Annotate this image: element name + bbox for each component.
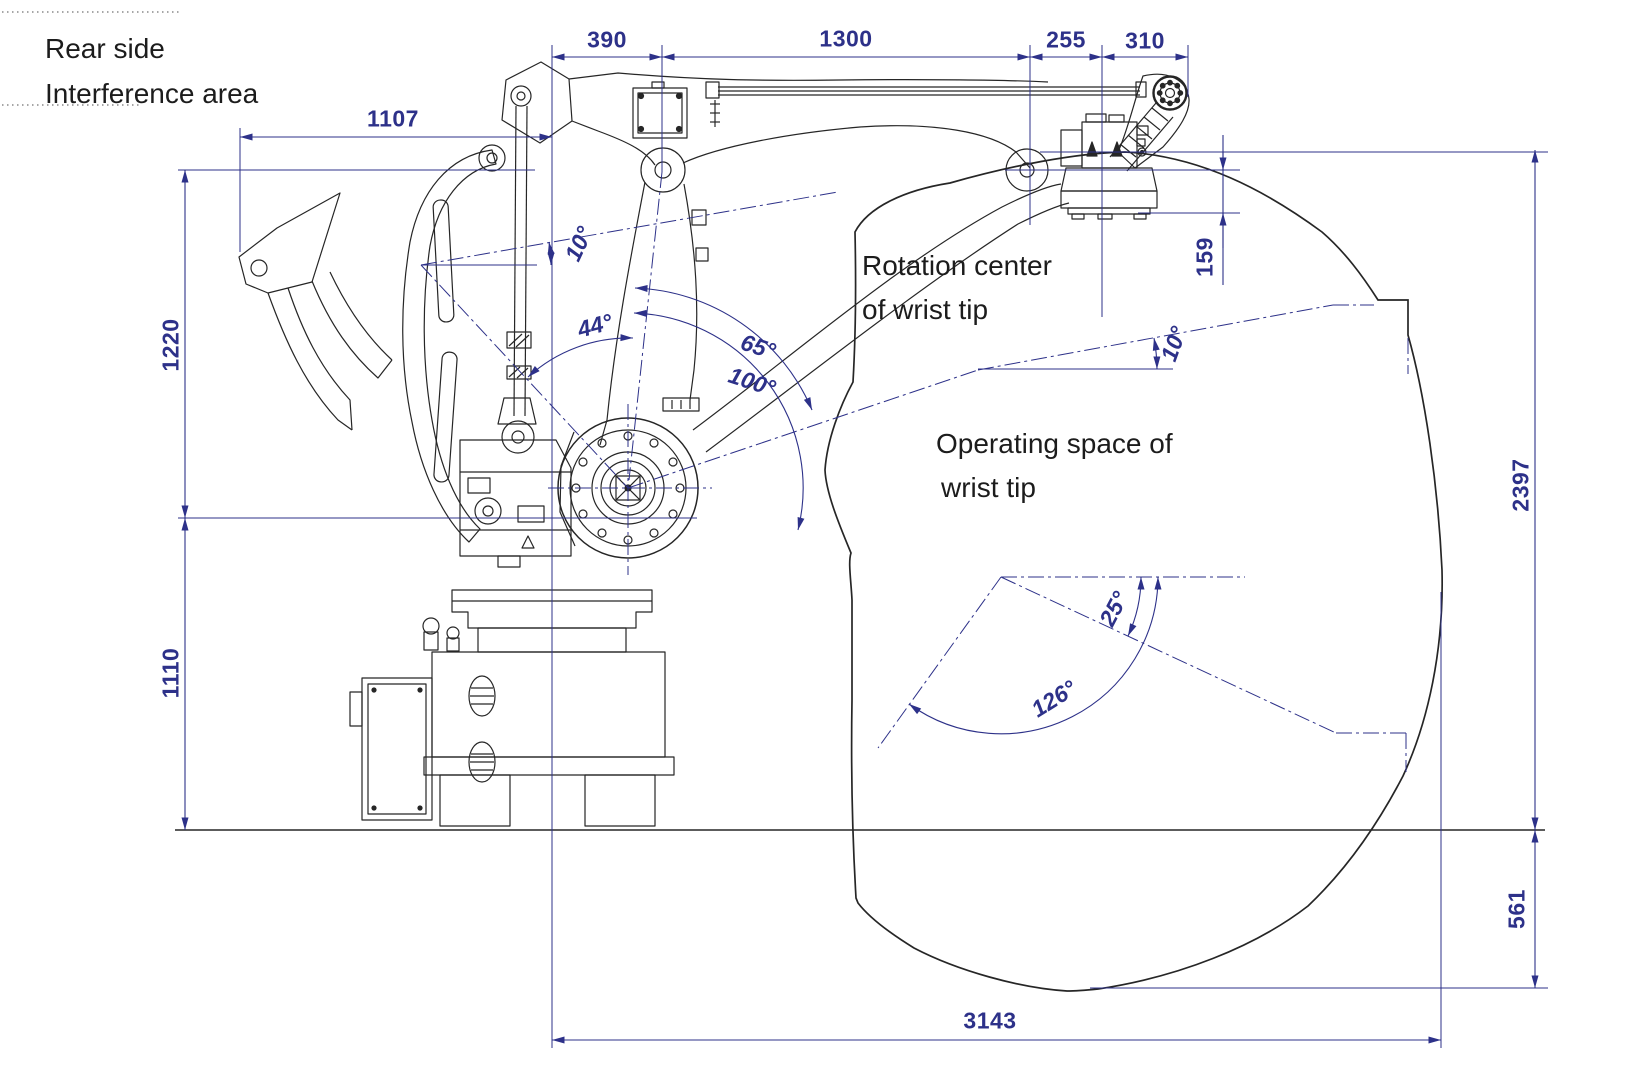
- dimension-159: 159: [1191, 237, 1218, 277]
- rotation-center-label-line1: Rotation center: [862, 250, 1052, 281]
- rear-truss-frame: [402, 144, 506, 543]
- angle-arcs: [527, 241, 1162, 735]
- dimension-3143: 3143: [963, 1007, 1017, 1034]
- page-border-dots: [2, 11, 182, 106]
- swing-housing: [459, 439, 572, 568]
- balance-rod: [497, 105, 537, 454]
- operating-space-label-line2: wrist tip: [941, 472, 1036, 503]
- rotation-center-label-line2: of wrist tip: [862, 294, 989, 325]
- operating-space-boundary: [824, 151, 1444, 992]
- dimension-390: 390: [587, 26, 627, 53]
- dimension-1220: 1220: [157, 318, 184, 372]
- boom-arm: [568, 72, 1147, 193]
- dimension-1300: 1300: [819, 25, 873, 52]
- rear-side-label-line2: Interference area: [45, 78, 259, 109]
- front-link-plate: [1109, 73, 1190, 172]
- wrist-assembly: [1005, 113, 1158, 220]
- dimension-2397: 2397: [1507, 458, 1534, 512]
- dimension-1110: 1110: [157, 647, 184, 699]
- dimension-255: 255: [1046, 26, 1086, 53]
- base-assembly: [349, 617, 675, 827]
- dimension-561: 561: [1503, 889, 1530, 929]
- rear-side-label-line1: Rear side: [45, 33, 165, 64]
- robot-drawing: [175, 61, 1545, 831]
- operating-space-label-line1: Operating space of: [936, 428, 1173, 459]
- rear-interference-part: [238, 192, 393, 431]
- extension-lines: [178, 45, 1548, 1048]
- boom-rear-plate: [501, 61, 573, 144]
- dimension-lines: [181, 53, 1539, 1044]
- lower-arm: [599, 181, 1070, 453]
- dimension-1107: 1107: [367, 105, 419, 132]
- dimension-310: 310: [1125, 27, 1165, 54]
